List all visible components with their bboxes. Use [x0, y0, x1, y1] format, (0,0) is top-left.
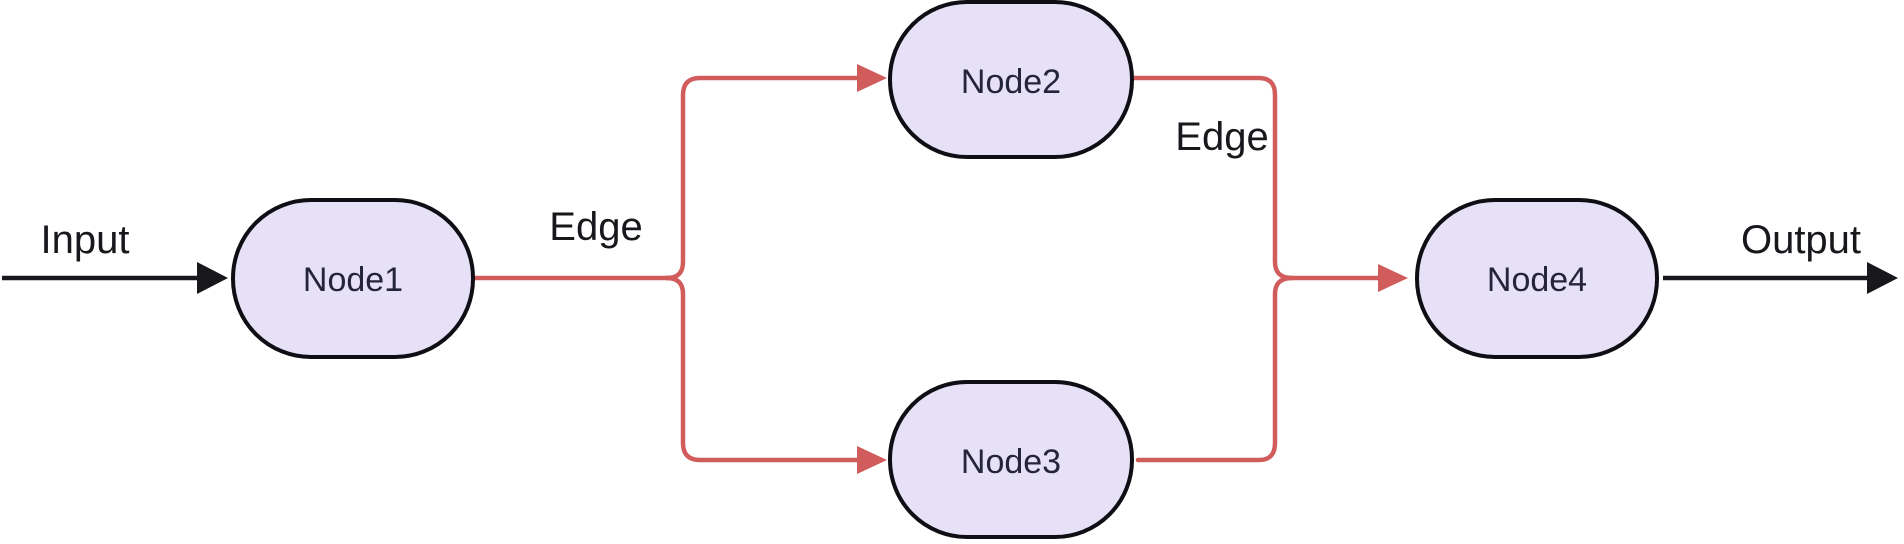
node2-shape: [888, 0, 1134, 159]
output-arrowhead-icon: [1867, 262, 1898, 294]
node-node4: Node4: [1415, 198, 1659, 359]
node2-arrowhead-icon: [857, 64, 887, 92]
input-arrowhead-icon: [197, 262, 228, 294]
edge-node1-to-node3: [664, 275, 861, 463]
node4-label: Node4: [1487, 261, 1587, 299]
edge-node2-to-node4: [1129, 75, 1295, 281]
output-arrow: [1663, 262, 1898, 294]
edge-label-2: Edge: [1175, 115, 1268, 159]
node1-label: Node1: [303, 261, 403, 299]
node-node1: Node1: [231, 198, 475, 359]
input-label: Input: [41, 218, 130, 262]
node-node3: Node3: [888, 380, 1134, 539]
edge-label-1: Edge: [549, 205, 642, 249]
node2-label: Node2: [961, 63, 1061, 101]
node4-shape: [1415, 198, 1659, 359]
node3-shape: [888, 380, 1134, 539]
node4-arrowhead-icon: [1378, 264, 1408, 292]
input-arrow: [2, 262, 228, 294]
node1-shape: [231, 198, 475, 359]
output-label: Output: [1741, 218, 1861, 262]
edge-node3-to-node4: [1135, 275, 1295, 463]
edge-node1-to-node2: [664, 75, 861, 281]
node3-label: Node3: [961, 443, 1061, 481]
node-node2: Node2: [888, 0, 1134, 159]
node3-arrowhead-icon: [857, 446, 887, 474]
